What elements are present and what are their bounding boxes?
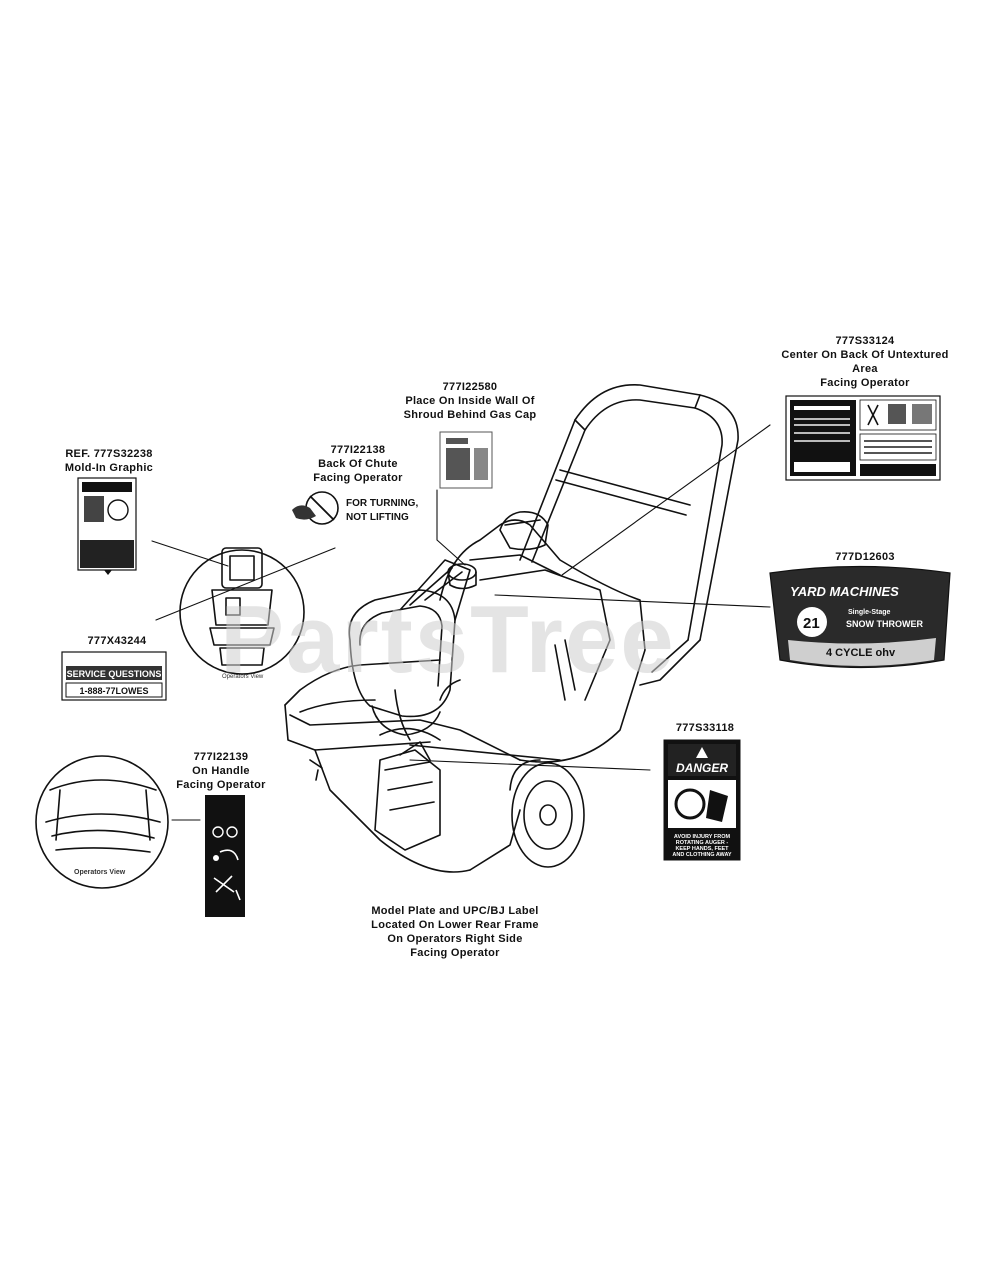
callout-777S33118: 777S33118 (650, 721, 760, 735)
danger-text-4: AND CLOTHING AWAY (672, 852, 732, 858)
series-text: Single-Stage (848, 609, 891, 616)
operators-view-circle-1 (179, 547, 305, 675)
placement-note: Model Plate and UPC/BJ Label (371, 905, 539, 917)
placement-note: Facing Operator (820, 377, 910, 389)
danger-header: DANGER (676, 761, 728, 775)
placement-note: Mold-In Graphic (64, 462, 154, 474)
callout-777S32238: REF. 777S32238 Mold-In Graphic (44, 447, 174, 475)
decal-777I22138: FOR TURNING, NOT LIFTING (292, 491, 418, 525)
wheel (509, 759, 585, 868)
decal-777I22139 (205, 795, 245, 917)
part-number: 777I22139 (193, 751, 249, 763)
chute-warning-line-2: NOT LIFTING (346, 512, 409, 523)
placement-note: Facing Operator (410, 947, 500, 959)
callout-model-plate: Model Plate and UPC/BJ Label Located On … (350, 904, 560, 960)
engine-shroud (439, 510, 646, 763)
chute-warning-line-1: FOR TURNING, (346, 498, 418, 509)
part-number: 777I22580 (442, 381, 498, 393)
part-number: 777S33118 (675, 722, 735, 734)
callout-777X43244: 777X43244 (62, 634, 172, 648)
product-text: SNOW THROWER (846, 619, 923, 629)
danger-text-3: KEEP HANDS, FEET (675, 846, 729, 852)
placement-note: Facing Operator (313, 472, 403, 484)
size-text: 21 (803, 615, 820, 632)
callout-777S33124: 777S33124 Center On Back Of Untextured A… (770, 334, 960, 390)
placement-note: Located On Lower Rear Frame (371, 919, 539, 931)
callout-777I22138: 777I22138 Back Of Chute Facing Operator (288, 443, 428, 485)
placement-note: Place On Inside Wall Of (405, 395, 535, 407)
decal-777I22580 (439, 431, 493, 489)
placement-note: Area (852, 363, 878, 375)
service-text: SERVICE QUESTIONS (67, 669, 162, 679)
watermark: PartsTree (220, 586, 676, 693)
placement-note: Shroud Behind Gas Cap (403, 409, 537, 421)
decal-777S33118: DANGER AVOID INJURY FROM ROTATING AUGER … (663, 739, 741, 861)
danger-text-2: ROTATING AUGER - (676, 840, 729, 846)
part-number: 777X43244 (87, 635, 147, 647)
brand-text: YARD MACHINES (790, 584, 899, 599)
engine-text: 4 CYCLE ohv (826, 647, 896, 659)
callout-777I22580: 777I22580 Place On Inside Wall Of Shroud… (390, 380, 550, 422)
placement-note: On Operators Right Side (387, 933, 523, 945)
operators-view-caption-2: Operators View (74, 869, 126, 876)
danger-text-1: AVOID INJURY FROM (674, 834, 731, 840)
part-number: REF. 777S32238 (65, 448, 153, 460)
part-number: 777D12603 (835, 551, 895, 563)
handle-frame (519, 384, 739, 686)
placement-note: Center On Back Of Untextured (781, 349, 949, 361)
placement-note: On Handle (192, 765, 250, 777)
part-number: 777I22138 (330, 444, 386, 456)
decal-777S33124 (785, 395, 941, 481)
callout-777I22139: 777I22139 On Handle Facing Operator (166, 750, 276, 792)
gas-cap (447, 563, 477, 590)
discharge-chute (348, 559, 471, 736)
decal-777D12603: YARD MACHINES 21 Single-Stage SNOW THROW… (769, 565, 951, 669)
operators-view-caption-1: Operators View (222, 674, 264, 680)
auger-housing (284, 659, 561, 873)
decal-777S32238 (77, 477, 137, 575)
placement-note: Facing Operator (176, 779, 266, 791)
phone-text: 1-888-77LOWES (79, 686, 148, 696)
placement-note: Back Of Chute (318, 458, 398, 470)
callout-777D12603: 777D12603 (810, 550, 920, 564)
decal-777X43244: SERVICE QUESTIONS 1-888-77LOWES (61, 651, 167, 701)
leader-lines (151, 424, 771, 821)
part-number: 777S33124 (835, 335, 895, 347)
operators-view-circle-2 (35, 755, 169, 889)
